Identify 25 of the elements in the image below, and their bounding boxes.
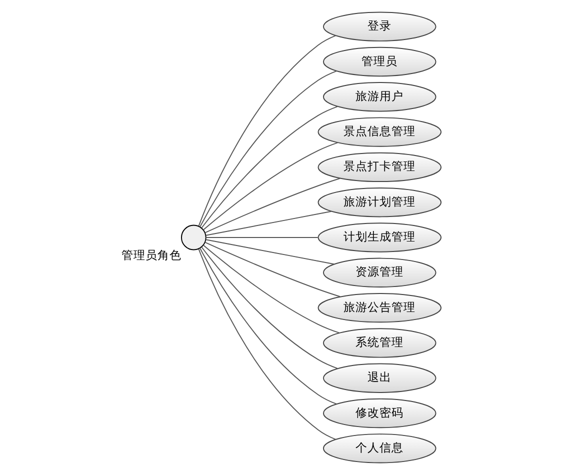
node-ellipse: 景点打卡管理 bbox=[317, 152, 442, 182]
node-ellipse: 景点信息管理 bbox=[317, 117, 442, 147]
connector bbox=[204, 239, 334, 265]
node-ellipse: 登录 bbox=[322, 12, 436, 42]
node-ellipse: 旅游公告管理 bbox=[317, 292, 442, 323]
node-ellipse: 管理员 bbox=[322, 46, 436, 77]
node-label: 管理员角色 bbox=[121, 248, 182, 262]
connector bbox=[204, 237, 318, 238]
node-ellipse: 旅游用户 bbox=[322, 82, 436, 112]
node-ellipse: 计划生成管理 bbox=[317, 222, 442, 252]
connector bbox=[199, 70, 336, 228]
node-ellipse: 修改密码 bbox=[322, 398, 436, 428]
node-ellipse: 退出 bbox=[322, 363, 436, 393]
node-ellipse: 系统管理 bbox=[322, 328, 436, 358]
connector bbox=[198, 248, 336, 440]
connector bbox=[204, 242, 340, 298]
connector bbox=[199, 248, 336, 404]
connector bbox=[200, 246, 338, 369]
connector bbox=[204, 210, 332, 236]
connector bbox=[198, 35, 336, 226]
node-ellipse: 个人信息 bbox=[322, 434, 436, 464]
node-person bbox=[180, 224, 206, 250]
node-ellipse: 旅游计划管理 bbox=[317, 188, 442, 218]
node-ellipse: 资源管理 bbox=[322, 258, 436, 288]
connector bbox=[200, 106, 338, 228]
